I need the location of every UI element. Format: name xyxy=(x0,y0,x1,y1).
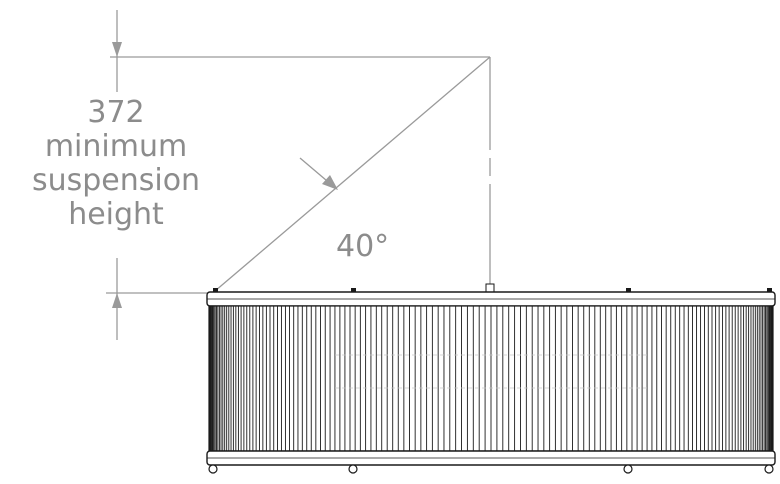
dimension-line-2: suspension xyxy=(31,163,201,198)
arrow-bottom xyxy=(112,293,122,308)
foot-3 xyxy=(623,464,633,474)
top-tab-left xyxy=(213,288,218,292)
foot-1 xyxy=(208,464,218,474)
bottom-feet xyxy=(208,464,774,474)
dimension-value: 372 xyxy=(87,95,145,130)
top-tab-3 xyxy=(626,288,631,292)
foot-2 xyxy=(348,464,358,474)
cooling-fins xyxy=(208,306,774,451)
top-tab-center xyxy=(485,283,495,293)
dimension-line-1: minimum xyxy=(44,129,188,164)
foot-4 xyxy=(764,464,774,474)
luminaire xyxy=(206,283,776,474)
dimension-line-3: height xyxy=(68,197,164,232)
arrow-top xyxy=(112,42,122,57)
top-tab-2 xyxy=(351,288,356,292)
angle-label: 40° xyxy=(336,229,390,264)
hidden-lines xyxy=(335,354,650,389)
arrow-angle xyxy=(322,175,338,190)
dimension-label: 372 minimum suspension height xyxy=(14,96,218,232)
top-tab-right xyxy=(767,288,772,292)
suspension-cable xyxy=(214,56,491,292)
dimension-lines xyxy=(106,10,491,341)
